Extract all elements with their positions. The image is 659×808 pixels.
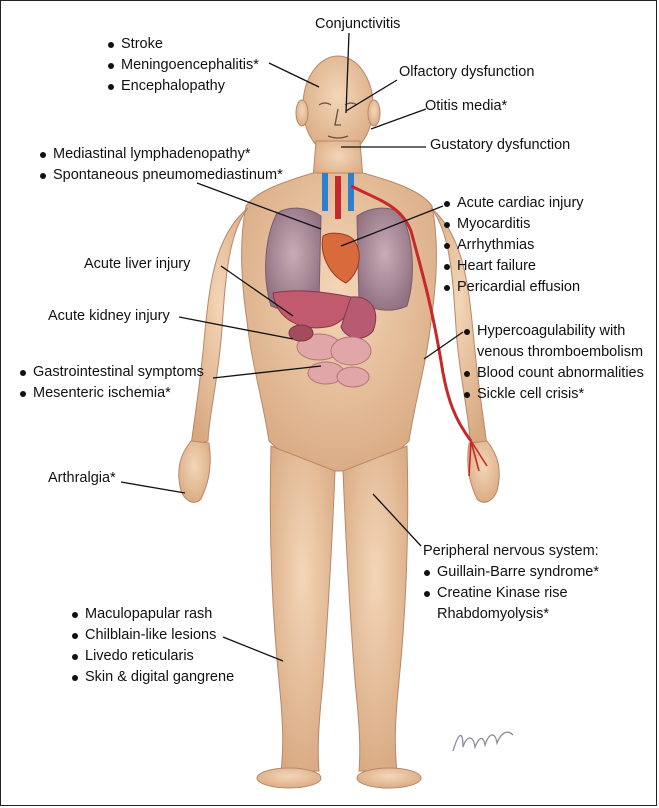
label-kidney: Acute kidney injury <box>48 306 170 327</box>
label-liver: Acute liver injury <box>84 254 190 275</box>
list-item: Guillain-Barre syndrome* <box>423 562 599 583</box>
label-cardiac-list: Acute cardiac injury Myocarditis Arrhyth… <box>443 193 584 298</box>
artist-signature <box>449 721 519 761</box>
list-item: Hypercoagulability with <box>463 321 644 342</box>
label-pns-block: Peripheral nervous system: Guillain-Barr… <box>423 541 599 625</box>
list-item: venous thromboembolism <box>463 342 644 363</box>
list-item: Mesenteric ischemia* <box>19 383 204 404</box>
list-item: Gastrointestinal symptoms <box>19 362 204 383</box>
list-item: Encephalopathy <box>107 76 259 97</box>
list-item: Myocarditis <box>443 214 584 235</box>
list-item: Acute cardiac injury <box>443 193 584 214</box>
label-skin-list: Maculopapular rash Chilblain-like lesion… <box>71 604 234 688</box>
list-item: Creatine Kinase rise <box>423 583 599 604</box>
label-gustatory: Gustatory dysfunction <box>430 135 570 156</box>
list-item: Blood count abnormalities <box>463 363 644 384</box>
list-item: Meningoencephalitis* <box>107 55 259 76</box>
list-item: Maculopapular rash <box>71 604 234 625</box>
list-item: Chilblain-like lesions <box>71 625 234 646</box>
list-item: Pericardial effusion <box>443 277 584 298</box>
list-item: Spontaneous pneumomediastinum* <box>39 165 283 186</box>
label-olfactory: Olfactory dysfunction <box>399 62 534 83</box>
pns-title: Peripheral nervous system: <box>423 541 599 562</box>
list-item: Arrhythmias <box>443 235 584 256</box>
list-item: Livedo reticularis <box>71 646 234 667</box>
list-item: Heart failure <box>443 256 584 277</box>
label-hematologic-list: Hypercoagulability with venous thromboem… <box>463 321 644 405</box>
list-item: Stroke <box>107 34 259 55</box>
list-item: Sickle cell crisis* <box>463 384 644 405</box>
label-gi-list: Gastrointestinal symptoms Mesenteric isc… <box>19 362 204 404</box>
label-conjunctivitis: Conjunctivitis <box>315 14 400 35</box>
label-arthralgia: Arthralgia* <box>48 468 116 489</box>
list-item: Rhabdomyolysis* <box>423 604 599 625</box>
list-item: Skin & digital gangrene <box>71 667 234 688</box>
label-neurologic-list: Stroke Meningoencephalitis* Encephalopat… <box>107 34 259 97</box>
label-otitis: Otitis media* <box>425 96 507 117</box>
label-mediastinal-list: Mediastinal lymphadenopathy* Spontaneous… <box>39 144 283 186</box>
list-item: Mediastinal lymphadenopathy* <box>39 144 283 165</box>
